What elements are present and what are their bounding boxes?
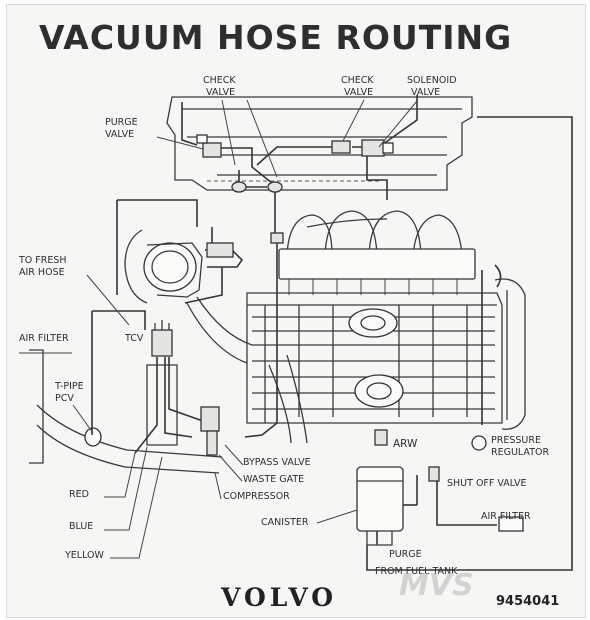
canister bbox=[356, 466, 404, 546]
label-red: RED bbox=[69, 489, 89, 500]
label-compressor: COMPRESSOR bbox=[223, 491, 290, 502]
intake-pipe bbox=[29, 349, 223, 474]
label-blue: BLUE bbox=[69, 521, 93, 532]
leader-lines bbox=[19, 99, 418, 524]
watermark: MVS bbox=[399, 568, 474, 603]
vacuum-hose-diagram: VACUUM HOSE ROUTING bbox=[18, 18, 573, 612]
label-bypass-valve: BYPASS VALVE bbox=[243, 457, 311, 468]
label-air-filter-right: AIR FILTER bbox=[481, 511, 531, 522]
valves bbox=[196, 134, 524, 532]
label-purge: PURGE bbox=[389, 549, 422, 560]
label-from-fuel-tank: FROM FUEL TANK bbox=[375, 566, 458, 577]
label-waste-gate: WASTE GATE bbox=[243, 474, 304, 485]
label-tcv: TCV bbox=[124, 333, 144, 344]
vacuum-hoses bbox=[91, 95, 573, 571]
brand-logo: VOLVO bbox=[220, 583, 337, 612]
engine-assembly bbox=[124, 96, 526, 444]
label-arw: ARW bbox=[393, 438, 418, 450]
diagram-title: VACUUM HOSE ROUTING bbox=[39, 18, 512, 57]
label-yellow: YELLOW bbox=[64, 550, 105, 561]
part-number: 9454041 bbox=[496, 594, 559, 609]
diagram-sheet: VACUUM HOSE ROUTING bbox=[6, 4, 586, 618]
label-shut-off-valve: SHUT OFF VALVE bbox=[447, 478, 527, 489]
label-air-filter-left: AIR FILTER bbox=[19, 333, 69, 344]
tcv-valve bbox=[146, 320, 178, 446]
label-canister: CANISTER bbox=[261, 517, 309, 528]
